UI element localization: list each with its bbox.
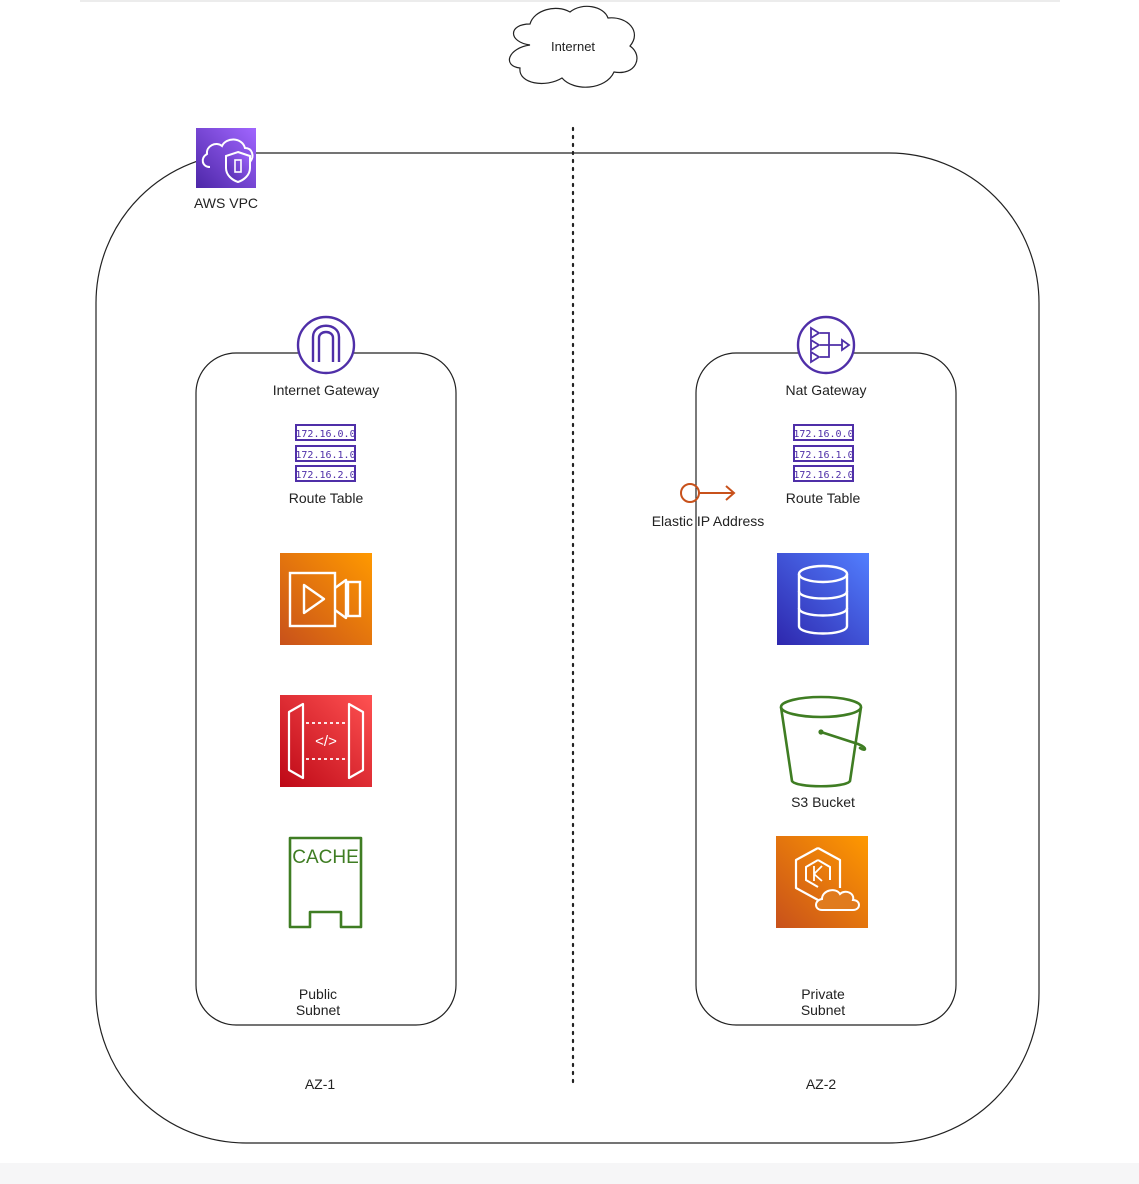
route-table-icon: 172.16.0.0 172.16.1.0 172.16.2.0 (793, 424, 854, 482)
internet-label: Internet (551, 39, 595, 54)
top-border (80, 0, 1060, 2)
svg-text:</>: </> (315, 733, 337, 750)
az1-label: AZ-1 (305, 1076, 336, 1092)
s3-bucket-label: S3 Bucket (791, 794, 855, 810)
route-row: 172.16.0.0 (793, 429, 853, 440)
api-gateway-icon (280, 695, 372, 787)
video-camera-icon (280, 553, 372, 645)
s3-bucket[interactable]: S3 Bucket (779, 695, 867, 810)
subnet-label-line2: Subnet (801, 1002, 845, 1018)
route-row: 172.16.2.0 (295, 470, 355, 481)
route-row: 172.16.1.0 (295, 450, 355, 461)
route-table-az1[interactable]: 172.16.0.0 172.16.1.0 172.16.2.0 Route T… (289, 424, 364, 506)
route-table-label: Route Table (289, 490, 364, 506)
subnet-label-line2: Subnet (296, 1002, 340, 1018)
internet-cloud[interactable]: Internet (508, 5, 638, 88)
elastic-ip-label: Elastic IP Address (652, 513, 765, 529)
eks-service[interactable] (776, 836, 868, 928)
elastic-ip[interactable]: Elastic IP Address (652, 483, 765, 529)
s3-bucket-icon (779, 695, 867, 788)
route-table-label: Route Table (786, 490, 861, 506)
api-gateway-service[interactable]: </> (280, 695, 372, 787)
vpc-label: AWS VPC (194, 195, 258, 211)
subnet-label-line1: Private (801, 986, 845, 1002)
cache-label: CACHE (292, 847, 359, 868)
cloud-icon (508, 5, 638, 88)
subnet-label-line1: Public (299, 986, 337, 1002)
route-row: 172.16.2.0 (793, 470, 853, 481)
internet-gateway[interactable]: Internet Gateway (273, 315, 380, 398)
route-table-icon: 172.16.0.0 172.16.1.0 172.16.2.0 (295, 424, 356, 482)
cache-icon (288, 836, 363, 929)
vpc-boundary (95, 152, 1040, 1144)
route-row: 172.16.0.0 (295, 429, 355, 440)
internet-gateway-label: Internet Gateway (273, 382, 380, 398)
route-row: 172.16.1.0 (793, 450, 853, 461)
vpc-icon-group[interactable]: AWS VPC (194, 128, 258, 211)
cache-service[interactable]: CACHE (288, 836, 363, 929)
nat-gateway-label: Nat Gateway (786, 382, 867, 398)
database-service[interactable] (777, 553, 869, 645)
az2-label: AZ-2 (806, 1076, 837, 1092)
nat-gateway[interactable]: Nat Gateway (786, 315, 867, 398)
elastic-ip-icon (680, 483, 736, 503)
route-table-az2[interactable]: 172.16.0.0 172.16.1.0 172.16.2.0 Route T… (786, 424, 861, 506)
video-service[interactable] (280, 553, 372, 645)
